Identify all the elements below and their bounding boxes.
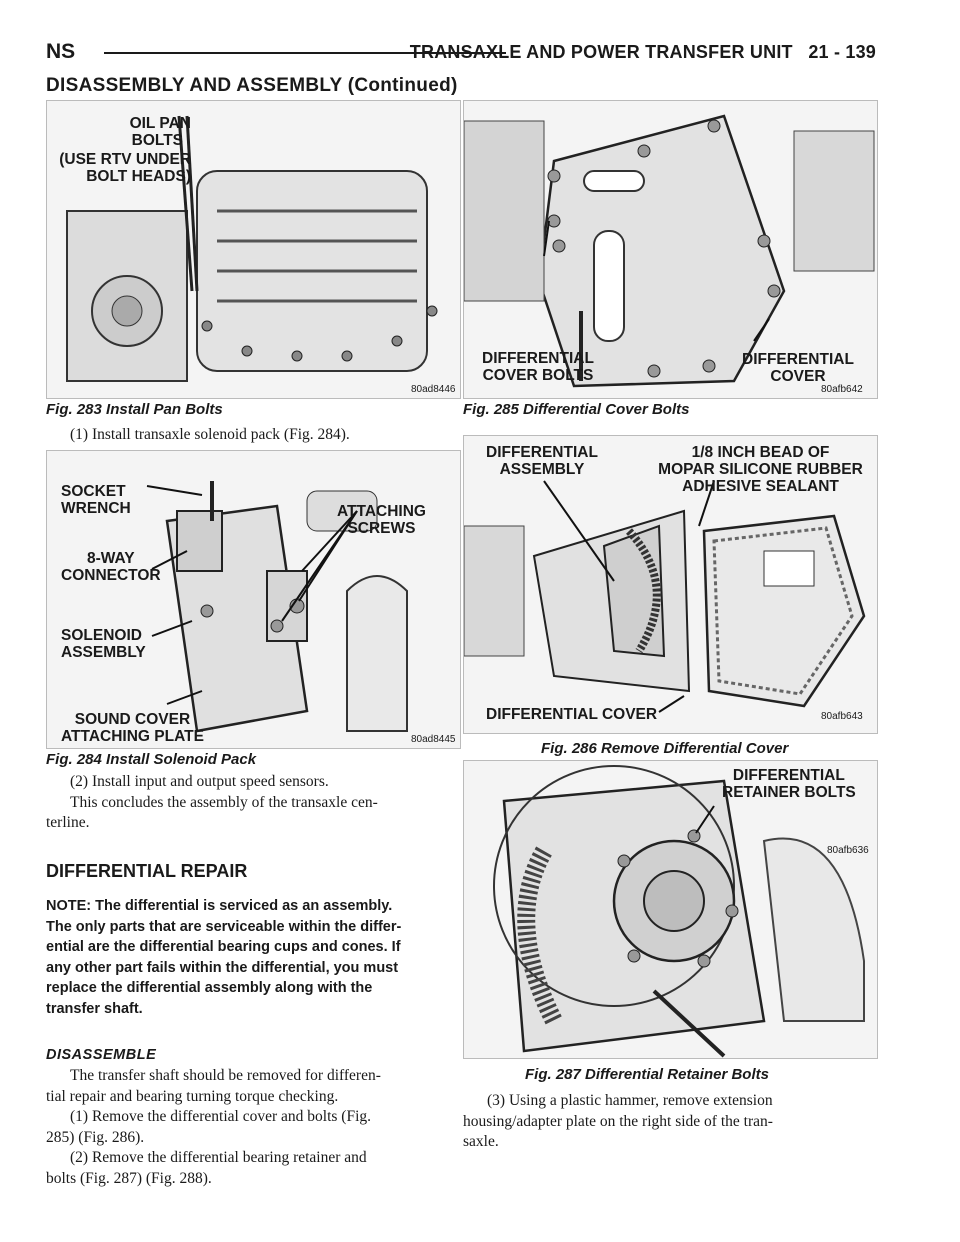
fig-286-caption: Fig. 286 Remove Differential Cover (541, 740, 789, 757)
remove-cover-illustration (464, 480, 866, 713)
manual-code: NS (46, 40, 76, 63)
solenoid-step-text: (1) Install transaxle solenoid pack (Fig… (70, 426, 350, 443)
retainer-bolts-illustration (493, 765, 865, 1058)
disassemble-text: The transfer shaft should be removed for… (46, 1067, 381, 1187)
page-number: 21 - 139 (808, 42, 876, 62)
fig-284-caption: Fig. 284 Install Solenoid Pack (46, 751, 257, 768)
page-header: NS TRANSAXLE AND POWER TRANSFER UNIT 21 … (46, 40, 876, 68)
differential-cover-label: DIFFERENTIAL COVER (486, 706, 658, 723)
pan-bolts-illustration (66, 115, 438, 382)
fig-283-caption: Fig. 283 Install Pan Bolts (46, 401, 223, 418)
header-title: TRANSAXLE AND POWER TRANSFER UNIT 21 - 1… (409, 42, 876, 62)
header-rule (104, 52, 506, 54)
figure-code: 80ad8446 (411, 384, 456, 395)
figure-code: 80afb643 (821, 711, 863, 722)
fig-285-caption: Fig. 285 Differential Cover Bolts (463, 401, 690, 418)
disassemble-heading: DISASSEMBLE (46, 1047, 157, 1063)
section-title: DISASSEMBLY AND ASSEMBLY (Continued) (46, 75, 458, 96)
extension-housing-text: (3) Using a plastic hammer, remove exten… (463, 1092, 773, 1150)
differential-cover-bolts-illustration (464, 114, 875, 388)
solenoid-pack-illustration (146, 481, 408, 733)
fig-287-caption: Fig. 287 Differential Retainer Bolts (525, 1066, 769, 1083)
differential-repair-heading: DIFFERENTIAL REPAIR (46, 861, 248, 881)
figure-code: 80ad8445 (411, 734, 456, 745)
sensor-step-text: (2) Install input and output speed senso… (46, 773, 378, 831)
figure-code: 80afb642 (821, 384, 863, 395)
differential-note: NOTE: The differential is serviced as an… (46, 898, 402, 1017)
figure-code: 80afb636 (827, 845, 869, 856)
